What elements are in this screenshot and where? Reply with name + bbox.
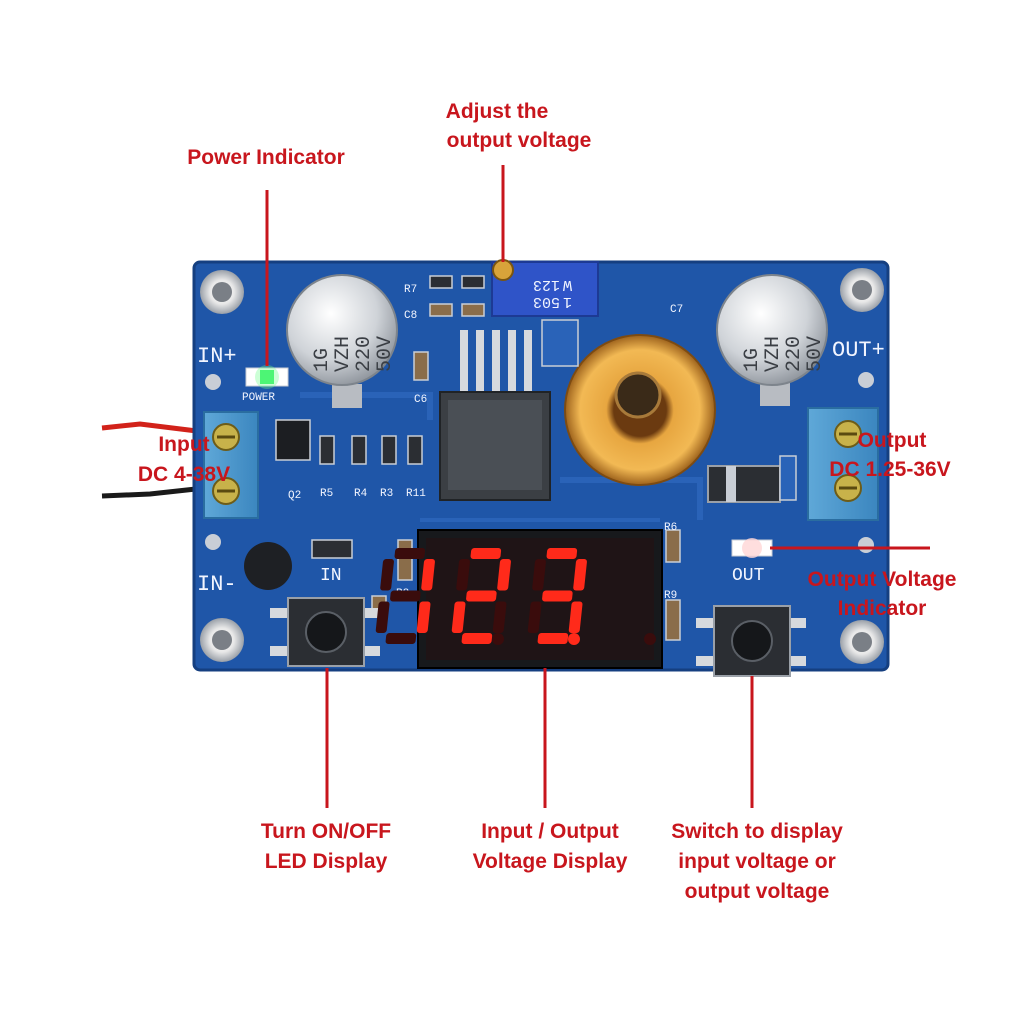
digit-2-segment-f <box>456 559 470 591</box>
power-led-label: POWER <box>242 392 275 404</box>
cap-right-mark-4: 50V <box>804 336 827 372</box>
in-minus-label: IN- <box>197 572 237 597</box>
digit-3-segment-f <box>532 559 546 591</box>
digit-2-segment-c <box>492 601 507 633</box>
input-transistor <box>244 542 292 590</box>
cap-left-mark-4: 50V <box>374 336 397 372</box>
callout-input-line2: DC 4-38V <box>138 463 230 486</box>
digit-3-segment-b <box>573 559 587 591</box>
power-indicator-led <box>245 365 289 389</box>
digit-1-segment-b <box>421 559 435 591</box>
output-voltage-indicator-led <box>731 538 773 558</box>
ref-r4: R4 <box>354 488 368 500</box>
ref-r3: R3 <box>380 488 393 500</box>
cap-right-mark-2: VZH <box>762 336 785 372</box>
regulator-ic <box>439 330 551 501</box>
callout-out-indicator-line1: Output Voltage <box>808 568 957 591</box>
ref-c7: C7 <box>670 304 683 316</box>
digit-2-segment-g <box>466 590 497 602</box>
in-led-label: IN <box>320 566 342 586</box>
digit-2-segment-e <box>451 601 466 633</box>
callout-power-indicator: Power Indicator <box>187 146 345 169</box>
output-terminal-block <box>807 407 879 521</box>
toroid-inductor <box>564 334 716 486</box>
pot-mark-3: 1 <box>563 293 572 310</box>
cap-left-mark-1: 1G <box>311 348 334 372</box>
schottky-diode <box>707 465 781 503</box>
digit-3-segment-a <box>546 548 578 559</box>
ref-r5: R5 <box>320 488 333 500</box>
digit-1-segment-d <box>385 633 417 644</box>
trimmer-potentiometer: 503 123 1 W <box>491 259 599 317</box>
out-plus-label: OUT+ <box>832 338 885 363</box>
input-output-switch-button[interactable] <box>696 605 806 677</box>
digit-3-decimal-point <box>644 633 656 645</box>
callout-adjust-line2: output voltage <box>447 129 592 152</box>
callout-adjust-line1: Adjust the <box>446 100 549 123</box>
ref-r11: R11 <box>406 488 426 500</box>
ref-q2: Q2 <box>288 490 301 502</box>
callout-switch-line1: Switch to display <box>671 820 843 843</box>
cap-left-mark-2: VZH <box>332 336 355 372</box>
ref-c8: C8 <box>404 310 417 322</box>
voltage-display <box>375 529 663 669</box>
ref-c6: C6 <box>414 394 427 406</box>
digit-3-segment-e <box>527 601 542 633</box>
callout-output-line2: DC 1.25-36V <box>829 458 950 481</box>
callout-display-line2: Voltage Display <box>473 850 628 873</box>
out-led-label: OUT <box>732 566 765 586</box>
adjust-screw-icon[interactable] <box>492 259 514 281</box>
input-capacitor: 1G VZH 220 50V <box>286 274 398 408</box>
digit-3-segment-d <box>537 633 569 644</box>
input-terminal-block <box>203 411 259 519</box>
input-wires <box>101 421 206 499</box>
digit-1-segment-f <box>380 559 394 591</box>
digit-2-decimal-point <box>568 633 580 645</box>
cap-right-mark-1: 1G <box>741 348 764 372</box>
digit-3-segment-c <box>568 601 583 633</box>
callout-input-line1: Input <box>158 433 209 456</box>
digit-2-segment-a <box>470 548 502 559</box>
smd-components <box>275 275 797 641</box>
digit-1-segment-c <box>416 601 431 633</box>
digit-1-decimal-point <box>492 633 504 645</box>
pot-mark-1: 503 <box>533 293 560 310</box>
callout-switch-line2: input voltage or <box>678 850 836 873</box>
digit-3-segment-g <box>542 590 573 602</box>
ref-r7: R7 <box>404 284 417 296</box>
callout-display-line1: Input / Output <box>481 820 619 843</box>
in-plus-label: IN+ <box>197 344 237 369</box>
display-toggle-button[interactable] <box>270 597 380 667</box>
digit-1-segment-g <box>390 590 421 602</box>
digit-1-segment-a <box>394 548 426 559</box>
cap-left-mark-3: 220 <box>353 336 376 372</box>
ref-r6: R6 <box>664 522 677 534</box>
digit-2-segment-b <box>497 559 511 591</box>
cap-right-mark-3: 220 <box>783 336 806 372</box>
callout-output-line1: Output <box>858 429 927 452</box>
voltage-display-digits <box>375 548 656 645</box>
callout-turn-line2: LED Display <box>265 850 388 873</box>
callout-turn-line1: Turn ON/OFF <box>261 820 391 843</box>
callout-out-indicator-line2: Indicator <box>838 597 927 620</box>
digit-1-segment-e <box>375 601 390 633</box>
callout-lines <box>265 165 930 808</box>
pot-mark-4: W <box>563 276 572 293</box>
output-capacitor: 1G VZH 220 50V <box>716 274 828 406</box>
callout-switch-line3: output voltage <box>685 880 830 903</box>
pot-mark-2: 123 <box>533 276 560 293</box>
digit-2-segment-d <box>461 633 493 644</box>
ref-r9: R9 <box>664 590 677 602</box>
